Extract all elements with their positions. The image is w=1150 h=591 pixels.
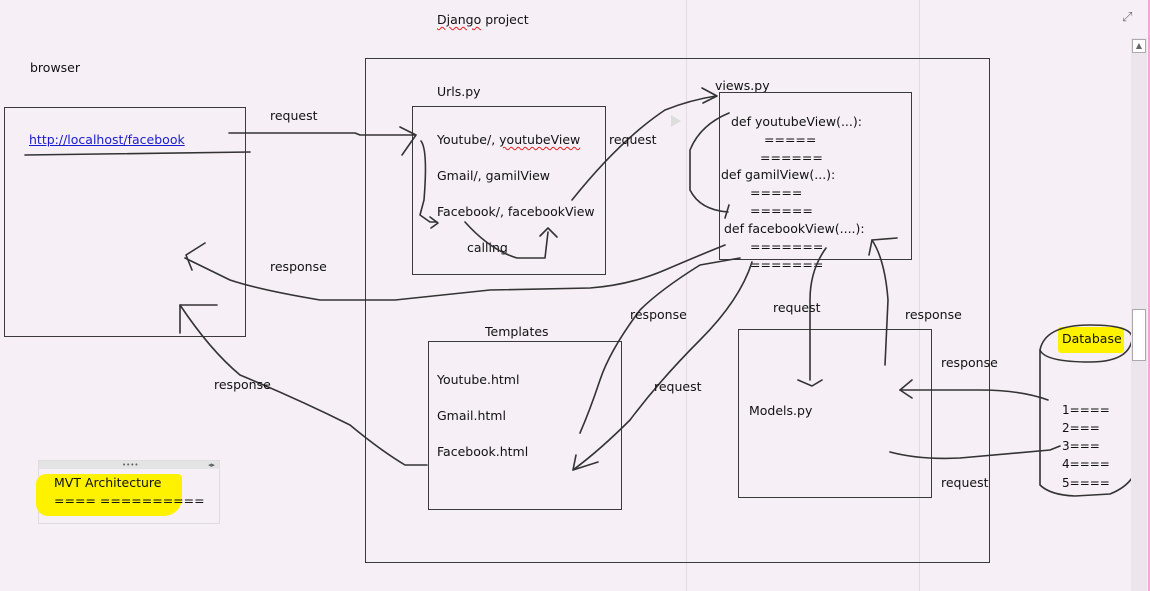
- note-title: MVT Architecture: [54, 475, 162, 490]
- scrollbar-thumb[interactable]: [1132, 309, 1146, 361]
- expand-icon[interactable]: ⤢: [1122, 10, 1133, 25]
- views-line: =======: [750, 257, 824, 272]
- urls-entry-gmail: Gmail/, gamilView: [437, 168, 551, 183]
- database-row: 5====: [1062, 476, 1110, 490]
- urls-entry-youtube-view: youtubeView: [499, 132, 581, 147]
- template-file: Facebook.html: [437, 444, 529, 459]
- label-models-views-response: response: [905, 307, 962, 322]
- template-file: Gmail.html: [437, 408, 506, 423]
- models-title: Models.py: [749, 403, 813, 418]
- views-line: def youtubeView(...):: [731, 114, 862, 129]
- browser-box: [4, 107, 246, 337]
- label-urls-to-views: request: [609, 132, 657, 147]
- calling-label: calling: [467, 240, 508, 255]
- note-underline-text: ==== ==========: [54, 493, 205, 508]
- templates-title: Templates: [485, 324, 549, 339]
- note-highlight: [36, 474, 182, 516]
- label-views-templates-response: response: [630, 307, 687, 322]
- tab-marker-icon: [671, 115, 681, 127]
- browser-url-link[interactable]: http://localhost/facebook: [29, 132, 185, 147]
- urls-entry-youtube-path: Youtube/,: [437, 132, 500, 147]
- label-db-to-models-response: response: [941, 355, 998, 370]
- label-templates-to-browser: response: [214, 377, 271, 392]
- window-edge: [1148, 0, 1150, 591]
- database-row: 1====: [1062, 403, 1110, 417]
- urls-entry-youtube: Youtube/, youtubeView: [437, 132, 580, 148]
- database-row: 2===: [1062, 421, 1100, 435]
- database-row: 3===: [1062, 439, 1100, 453]
- views-line: =======: [750, 239, 824, 254]
- views-line: def facebookView(....):: [724, 221, 865, 236]
- views-line: ======: [750, 203, 813, 218]
- views-line: def gamilView(...):: [721, 167, 836, 182]
- label-views-to-browser: response: [270, 259, 327, 274]
- resize-arrows-icon[interactable]: ◂▸: [207, 461, 215, 469]
- browser-label: browser: [30, 60, 81, 75]
- title-word-django: Django: [437, 12, 482, 27]
- label-views-models-request: request: [773, 300, 821, 315]
- label-browser-to-urls: request: [270, 108, 318, 123]
- diagram-title: Django project: [437, 12, 529, 28]
- views-line: =====: [750, 185, 803, 200]
- templates-box: [428, 341, 622, 510]
- urls-entry-facebook: Facebook/, facebookView: [437, 204, 595, 219]
- views-title: views.py: [715, 78, 770, 93]
- drag-dots-icon: ••••: [122, 461, 139, 469]
- label-views-templates-request: request: [654, 379, 702, 394]
- urls-title: Urls.py: [437, 84, 481, 99]
- views-line: =====: [764, 132, 817, 147]
- views-line: ======: [760, 150, 823, 165]
- scroll-up-button[interactable]: ▲: [1132, 39, 1146, 53]
- database-row: 4====: [1062, 457, 1110, 471]
- page-margin-guide: [919, 0, 920, 591]
- title-word-project: project: [485, 12, 529, 27]
- database-title: Database: [1062, 331, 1122, 346]
- note-drag-handle[interactable]: •••• ◂▸: [39, 461, 219, 469]
- template-file: Youtube.html: [437, 372, 520, 387]
- label-models-to-db-request: request: [941, 475, 989, 490]
